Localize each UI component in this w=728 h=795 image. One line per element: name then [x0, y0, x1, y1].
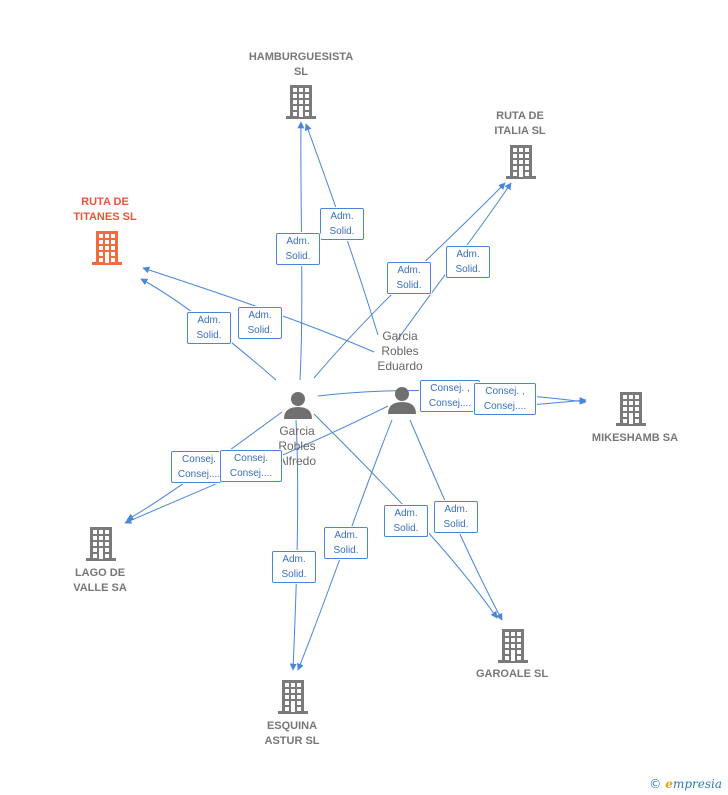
person-label-eduardo[interactable]: Garcia Robles Eduardo	[377, 329, 423, 373]
building-icon-garoale[interactable]	[498, 629, 528, 663]
relation-label-adm-solid: Adm. Solid.	[384, 505, 428, 537]
relation-label-adm-solid: Adm. Solid.	[276, 233, 320, 265]
person-icon-eduardo[interactable]	[388, 387, 416, 414]
building-icon-ruta-italia[interactable]	[506, 145, 536, 179]
relation-label-adm-solid: Adm. Solid.	[446, 246, 490, 278]
relation-label-adm-solid: Adm. Solid.	[238, 307, 282, 339]
building-icon-ruta-titanes[interactable]	[92, 231, 122, 265]
edge-alfredo-esquina-astur	[289, 419, 299, 671]
relation-label-adm-solid: Adm. Solid.	[434, 501, 478, 533]
relation-label-adm-solid: Adm. Solid.	[387, 262, 431, 294]
relation-label-consej: Consej. , Consej....	[420, 380, 480, 412]
relation-label-consej: Consej. , Consej....	[474, 383, 536, 415]
relation-label-adm-solid: Adm. Solid.	[187, 312, 231, 344]
relation-label-adm-solid: Adm. Solid.	[320, 208, 364, 240]
relation-label-consej: Consej. Consej....	[171, 451, 227, 483]
company-label-hamburguesista[interactable]: HAMBURGUESISTA SL	[248, 51, 354, 78]
brand-initial: e	[665, 777, 673, 791]
building-icon-esquina-astur[interactable]	[278, 680, 308, 714]
building-icon-mikeshamb[interactable]	[616, 392, 646, 426]
empresia-logo[interactable]: ©empresia	[649, 777, 722, 791]
company-label-esquina-astur[interactable]: ESQUINA ASTUR SL	[264, 720, 320, 747]
relation-label-consej: Consej. Consej....	[220, 450, 282, 482]
person-label-alfredo[interactable]: Garcia Robles Alfredo	[277, 424, 317, 468]
company-label-lago-valle[interactable]: LAGO DE VALLE SA	[73, 567, 127, 594]
company-label-garoale[interactable]: GAROALE SL	[475, 668, 549, 680]
company-label-mikeshamb[interactable]: MIKESHAMB SA	[591, 432, 679, 444]
relation-label-adm-solid: Adm. Solid.	[324, 527, 368, 559]
copyright-symbol: ©	[649, 777, 662, 791]
company-label-ruta-italia[interactable]: RUTA DE ITALIA SL	[494, 110, 546, 137]
relation-label-adm-solid: Adm. Solid.	[272, 551, 316, 583]
company-label-ruta-titanes[interactable]: RUTA DE TITANES SL	[73, 196, 137, 223]
building-icon-hamburguesista[interactable]	[286, 85, 316, 119]
person-icon-alfredo[interactable]	[284, 392, 312, 419]
edge-eduardo-ruta-titanes	[142, 266, 375, 353]
brand-name: mpresia	[672, 777, 722, 791]
building-icon-lago-valle[interactable]	[86, 527, 116, 561]
